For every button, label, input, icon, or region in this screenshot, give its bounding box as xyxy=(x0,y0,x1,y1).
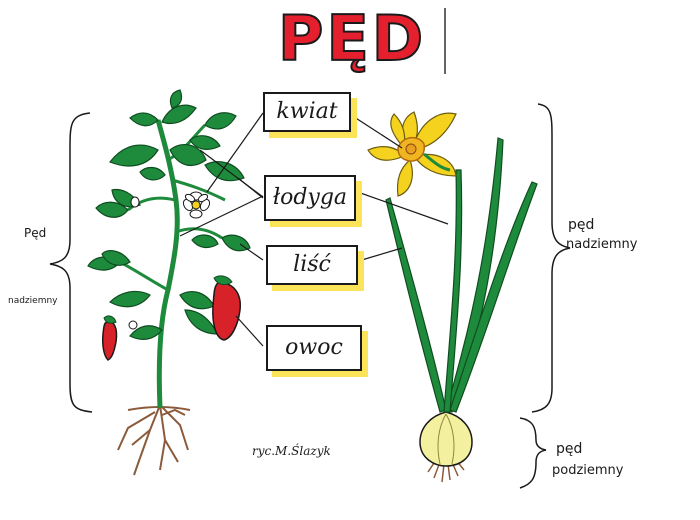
daffodil-bulb xyxy=(419,411,473,467)
left-brace xyxy=(49,112,93,413)
page-title: PĘD xyxy=(277,2,427,75)
left-note-line2: nadziemny xyxy=(8,296,58,306)
pepper-flower xyxy=(128,191,211,330)
connector-lines xyxy=(179,112,449,347)
daffodil-plant xyxy=(367,111,538,483)
pepper-stem xyxy=(155,119,180,409)
right-note-top-line1: pęd xyxy=(568,217,595,233)
pepper-plant xyxy=(87,89,251,476)
right-note-top-line2: nadziemny xyxy=(566,237,638,252)
right-brace-lower xyxy=(519,417,547,489)
label-owoc: owoc xyxy=(266,325,362,371)
label-lodyga: łodyga xyxy=(264,175,356,221)
left-note-line1: Pęd xyxy=(24,226,47,240)
label-kwiat: kwiat xyxy=(263,92,351,132)
pepper-roots xyxy=(117,404,189,476)
label-lisc: liść xyxy=(266,245,358,285)
pepper-fruits xyxy=(102,275,241,361)
right-note-bottom-line1: pęd xyxy=(556,441,583,457)
right-note-bottom-line2: podziemny xyxy=(552,463,624,478)
braces xyxy=(49,103,571,489)
daffodil-leaves xyxy=(385,137,538,413)
daffodil-flower xyxy=(367,111,457,197)
pepper-leaves xyxy=(87,89,251,340)
right-brace-upper xyxy=(531,103,571,413)
author-signature: ryс.M.Ślazyk xyxy=(252,444,331,458)
